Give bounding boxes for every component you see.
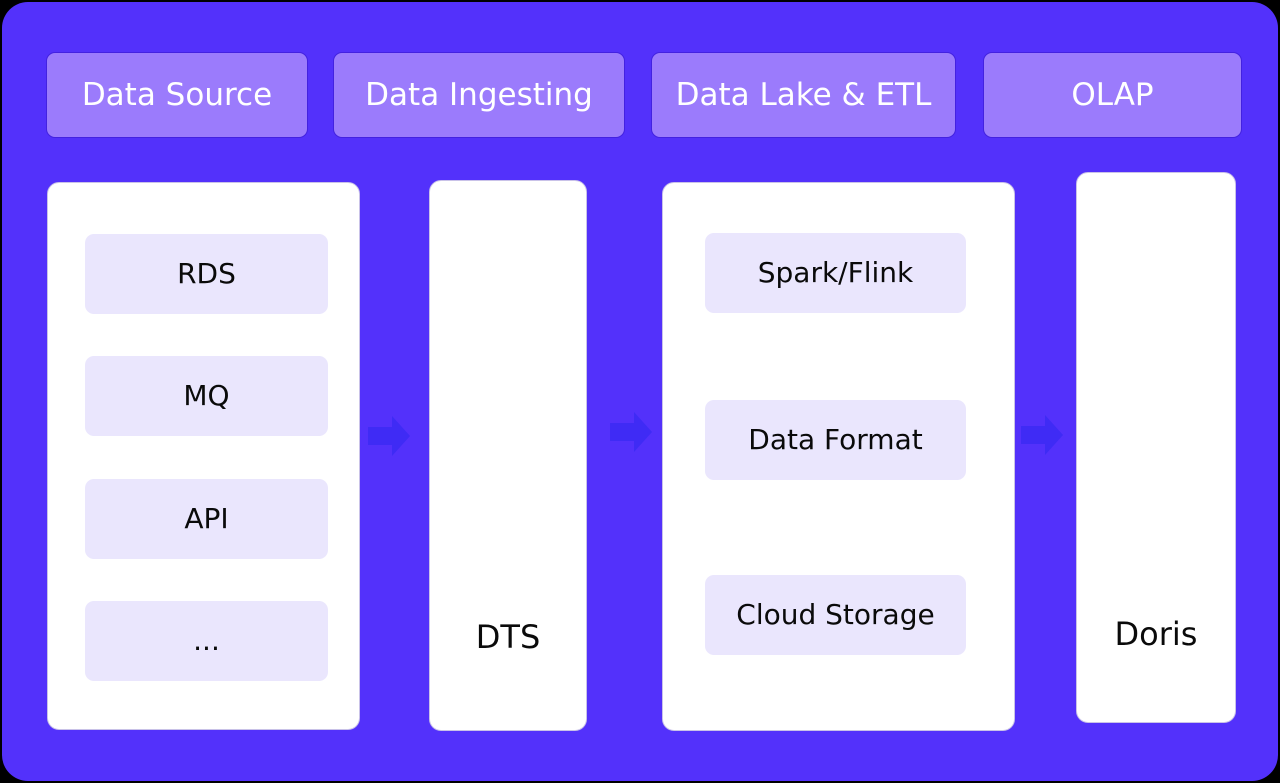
stage-item-label: API [184, 502, 229, 535]
stage-item-rds[interactable]: RDS [85, 234, 328, 314]
stage-item-mq[interactable]: MQ [85, 356, 328, 436]
stage-card-olap[interactable]: Doris [1076, 172, 1236, 723]
stage-card-label-doris: Doris [1114, 615, 1198, 653]
stage-item-ellipsis[interactable]: ... [85, 601, 328, 681]
stage-card-label-dts: DTS [475, 618, 541, 656]
stage-item-label: RDS [177, 257, 236, 290]
stage-header-data-lake-etl[interactable]: Data Lake & ETL [651, 52, 956, 138]
arrow-right-icon [1020, 413, 1064, 457]
arrow-right-icon [609, 410, 653, 454]
stage-card-data-source[interactable]: RDS MQ API ... [47, 182, 360, 730]
stage-header-label: Data Ingesting [365, 76, 593, 113]
stage-item-label: Data Format [748, 423, 923, 456]
stage-header-label: OLAP [1071, 76, 1154, 113]
stage-header-data-source[interactable]: Data Source [46, 52, 308, 138]
stage-item-data-format[interactable]: Data Format [705, 400, 966, 480]
stage-item-label: MQ [183, 379, 230, 412]
stage-item-cloud-storage[interactable]: Cloud Storage [705, 575, 966, 655]
stage-item-spark-flink[interactable]: Spark/Flink [705, 233, 966, 313]
stage-card-data-lake-etl[interactable]: Spark/Flink Data Format Cloud Storage [662, 182, 1015, 731]
stage-header-label: Data Lake & ETL [675, 76, 932, 113]
stage-header-olap[interactable]: OLAP [983, 52, 1242, 138]
stage-item-label: ... [193, 624, 220, 657]
stage-card-data-ingesting[interactable]: DTS [429, 180, 587, 731]
stage-item-label: Spark/Flink [757, 256, 914, 289]
stage-header-data-ingesting[interactable]: Data Ingesting [333, 52, 625, 138]
stage-header-label: Data Source [81, 76, 273, 113]
stage-item-label: Cloud Storage [736, 598, 935, 631]
arrow-right-icon [367, 414, 411, 458]
stage-item-api[interactable]: API [85, 479, 328, 559]
